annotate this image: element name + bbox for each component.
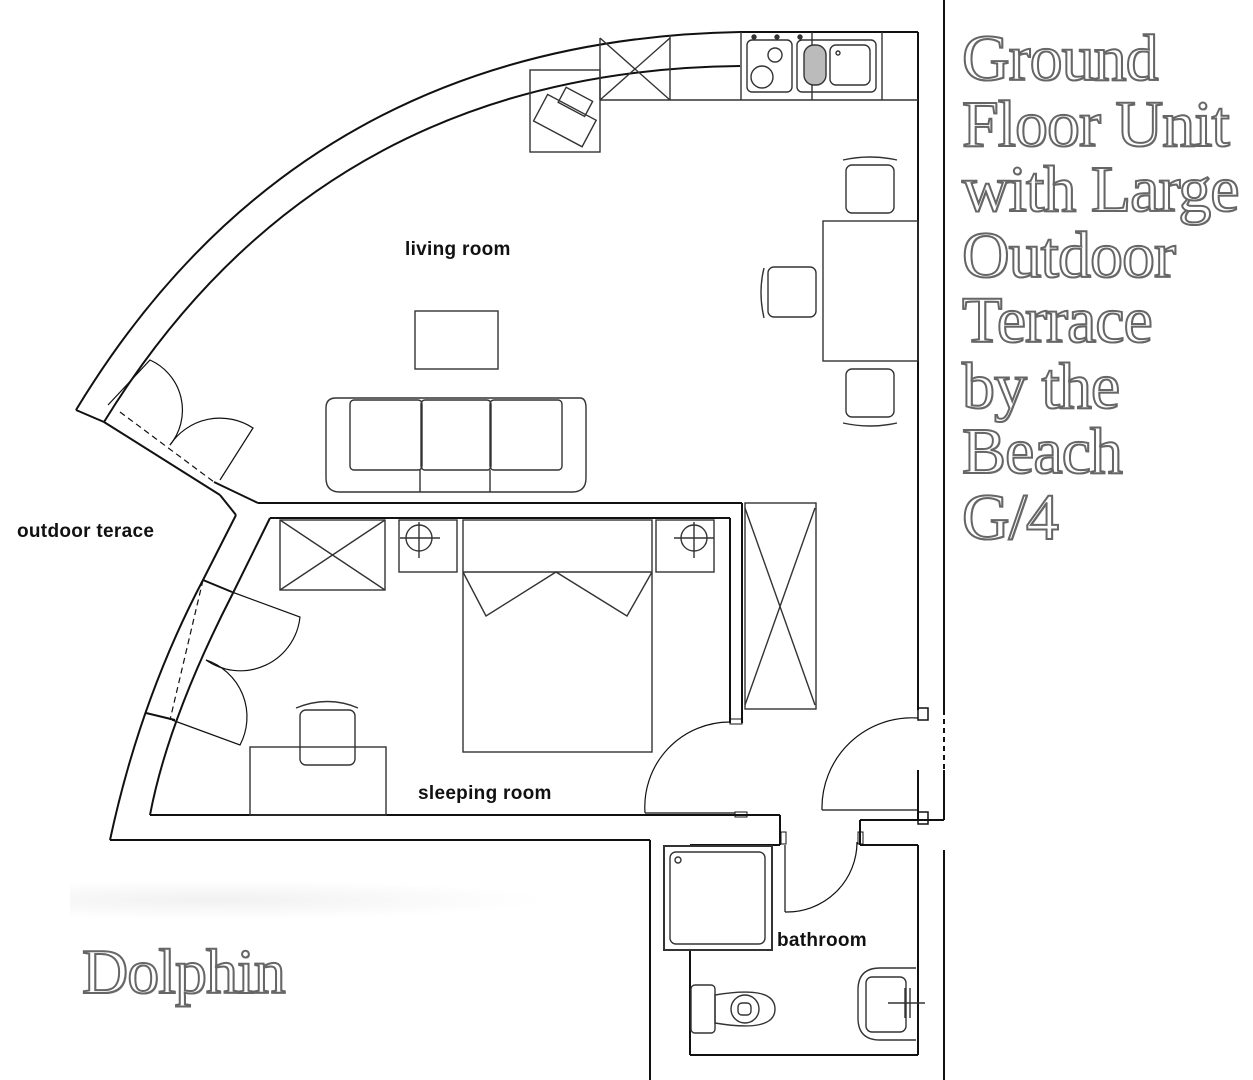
- title-line: with Large: [961, 153, 1241, 226]
- curved-outer-wall: [75, 31, 741, 411]
- unit-title: Ground Floor Unit with Large Outdoor Ter…: [961, 22, 1241, 554]
- watermark-smudge: [70, 880, 550, 920]
- title-line: Outdoor: [961, 218, 1177, 292]
- label-living-room: living room: [405, 239, 511, 260]
- label-bathroom: bathroom: [777, 930, 868, 951]
- title-line: Floor Unit: [961, 87, 1231, 161]
- title-line: Terrace: [961, 284, 1154, 357]
- title-line: Ground: [961, 22, 1160, 95]
- brand-name: Dolphin: [81, 935, 287, 1008]
- label-outdoor-terrace: outdoor terace: [17, 521, 155, 542]
- title-line: G/4: [961, 480, 1060, 554]
- label-sleeping-room: sleeping room: [418, 783, 552, 804]
- title-line: by the: [961, 349, 1121, 423]
- curved-inner-wall: [103, 65, 741, 423]
- title-line: Beach: [961, 415, 1124, 488]
